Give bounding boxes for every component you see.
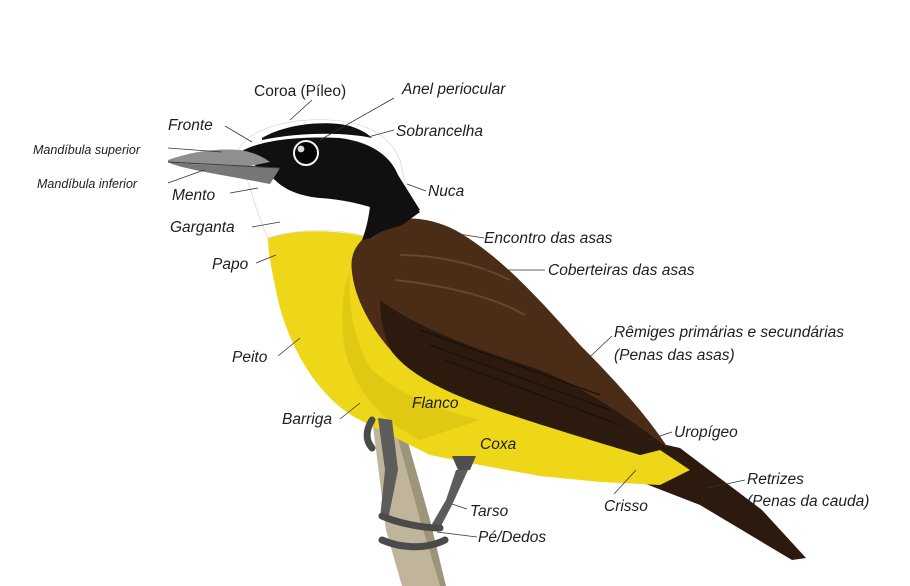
label-nuca: Nuca xyxy=(428,183,465,200)
label-mandibula-inferior: Mandíbula inferior xyxy=(37,177,138,191)
label-sobrancelha: Sobrancelha xyxy=(396,123,483,140)
label-coroa: Coroa (Píleo) xyxy=(254,83,346,100)
label-encontro-das-asas: Encontro das asas xyxy=(484,230,613,247)
leg-front xyxy=(432,470,468,528)
label-anel-periocular: Anel periocular xyxy=(401,81,506,98)
label-uropigeo: Uropígeo xyxy=(674,424,738,441)
label-coberteiras-das-asas: Coberteiras das asas xyxy=(548,262,695,279)
label-fronte: Fronte xyxy=(168,117,213,134)
label-tarso: Tarso xyxy=(470,503,509,520)
label-crisso: Crisso xyxy=(604,498,648,515)
label-peito: Peito xyxy=(232,349,268,366)
label-retrizes-line1: Retrizes xyxy=(747,471,804,488)
label-pe-dedos: Pé/Dedos xyxy=(478,529,546,546)
eye-highlight xyxy=(298,146,305,153)
thigh xyxy=(452,456,476,470)
label-remiges-line1: Rêmiges primárias e secundárias xyxy=(614,324,844,341)
label-remiges-line2: (Penas das asas) xyxy=(614,347,735,364)
label-papo: Papo xyxy=(212,256,249,273)
label-coxa: Coxa xyxy=(480,436,517,453)
label-flanco: Flanco xyxy=(412,395,459,412)
label-mento: Mento xyxy=(172,187,215,204)
label-retrizes-line2: (Penas da cauda) xyxy=(747,493,869,510)
eye xyxy=(294,141,318,165)
label-barriga: Barriga xyxy=(282,411,332,428)
label-garganta: Garganta xyxy=(170,219,235,236)
toes-back xyxy=(367,420,372,448)
label-mandibula-superior: Mandíbula superior xyxy=(33,143,141,157)
